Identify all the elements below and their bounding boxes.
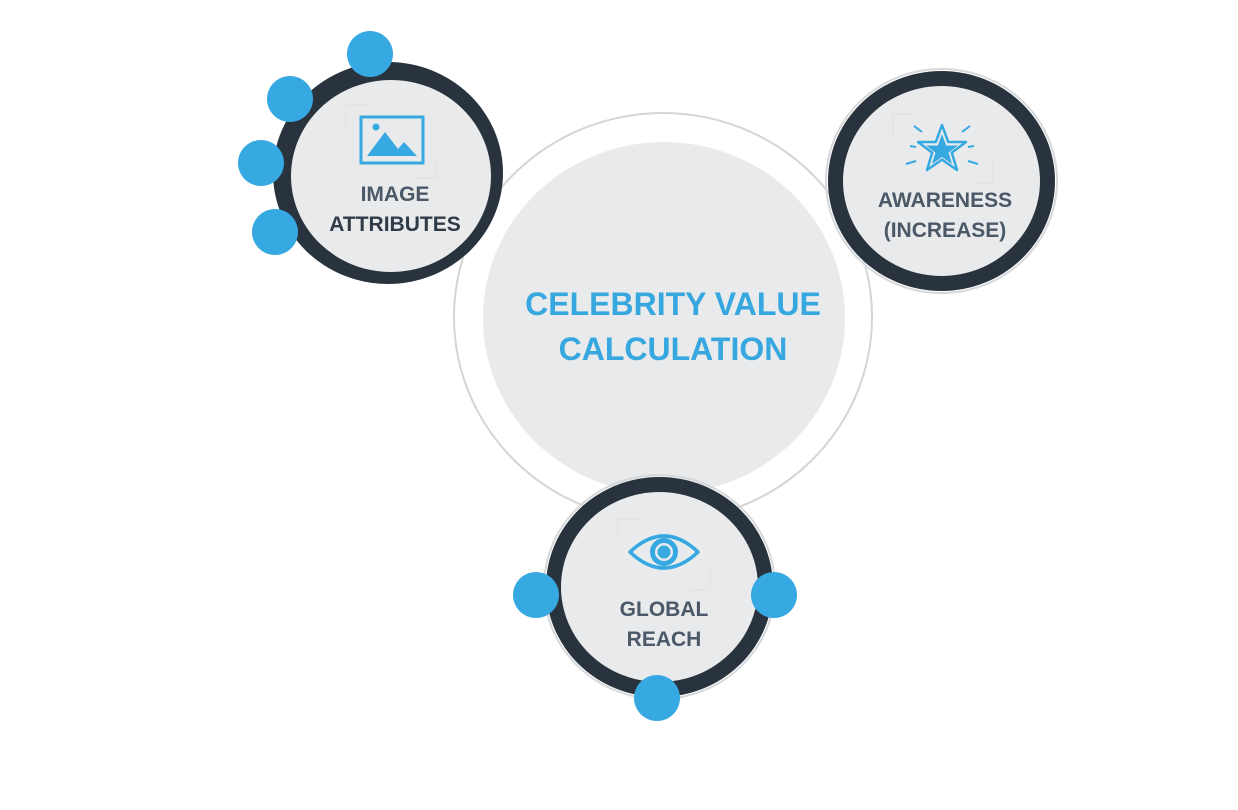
center-title: CELEBRITY VALUE CALCULATION <box>503 282 843 372</box>
accent-dot <box>634 675 680 721</box>
accent-dot <box>238 140 284 186</box>
node-awareness-outline <box>825 68 1058 294</box>
corner-decoration <box>617 518 639 540</box>
accent-dot <box>252 209 298 255</box>
label-line1: GLOBAL <box>619 598 709 621</box>
node-image-attributes-label: IMAGE ATTRIBUTES <box>300 180 490 240</box>
center-title-line1: CELEBRITY VALUE <box>525 286 821 322</box>
node-awareness-label: AWARENESS (INCREASE) <box>850 186 1040 246</box>
image-icon <box>359 115 425 165</box>
label-line2: ATTRIBUTES <box>329 213 461 236</box>
node-awareness-inner <box>843 86 1040 276</box>
corner-decoration <box>972 162 994 184</box>
label-line2: REACH <box>626 628 702 651</box>
corner-decoration <box>345 104 367 126</box>
corner-decoration <box>689 569 711 591</box>
node-image-attributes-inner <box>291 80 491 272</box>
accent-dot <box>751 572 797 618</box>
accent-dot <box>513 572 559 618</box>
center-circle <box>483 142 845 494</box>
node-reach-label: GLOBAL REACH <box>569 595 759 655</box>
label-line1: IMAGE <box>360 183 430 206</box>
corner-decoration <box>415 157 437 179</box>
label-line1: AWARENESS <box>877 189 1013 212</box>
accent-dot <box>347 31 393 77</box>
center-title-line2: CALCULATION <box>558 331 788 367</box>
node-reach-inner <box>561 492 758 682</box>
eye-icon <box>628 534 700 570</box>
accent-dot <box>267 76 313 122</box>
star-icon <box>905 123 979 172</box>
label-line2: (INCREASE) <box>883 219 1007 242</box>
corner-decoration <box>892 113 914 135</box>
